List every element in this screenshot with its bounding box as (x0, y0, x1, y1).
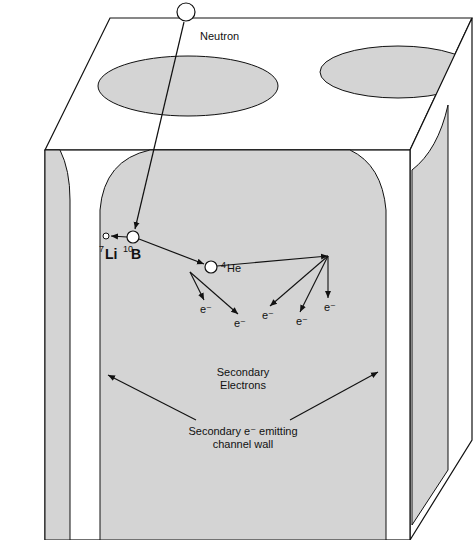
leader-arrow (108, 375, 196, 420)
channel-opening (98, 56, 278, 116)
region-label: Secondary Electrons (203, 366, 283, 391)
channel-surface (45, 150, 70, 540)
mass-number: 7 (99, 244, 104, 254)
electron-label: e⁻ (262, 309, 274, 322)
boron-atom (127, 231, 139, 243)
electron-path (327, 256, 328, 298)
neutron-particle (177, 3, 195, 21)
alpha-particle (205, 261, 217, 273)
electron-label: e⁻ (296, 315, 308, 328)
side-face (410, 18, 472, 540)
mass-number: 4 (221, 260, 226, 270)
alpha-path (139, 239, 204, 264)
front-face (45, 150, 410, 540)
electron-label: e⁻ (200, 303, 212, 316)
particle-label: Neutron (200, 30, 239, 43)
electron-path (270, 256, 328, 306)
electron-path (300, 256, 328, 312)
electron-label: e⁻ (324, 301, 336, 314)
electron-path (190, 272, 204, 300)
lithium-path (111, 236, 127, 237)
neutron-path (135, 22, 184, 229)
channel-surface (100, 150, 386, 540)
element-symbol: He (227, 262, 241, 275)
element-symbol: B (131, 246, 141, 262)
lithium-ion (103, 233, 109, 239)
electron-label: e⁻ (234, 317, 246, 330)
leader-arrow (290, 372, 378, 420)
element-symbol: Li (105, 246, 117, 262)
callout-label: Secondary e⁻ emitting channel wall (184, 425, 302, 450)
channel-surface (412, 105, 448, 525)
electron-path (190, 272, 238, 314)
